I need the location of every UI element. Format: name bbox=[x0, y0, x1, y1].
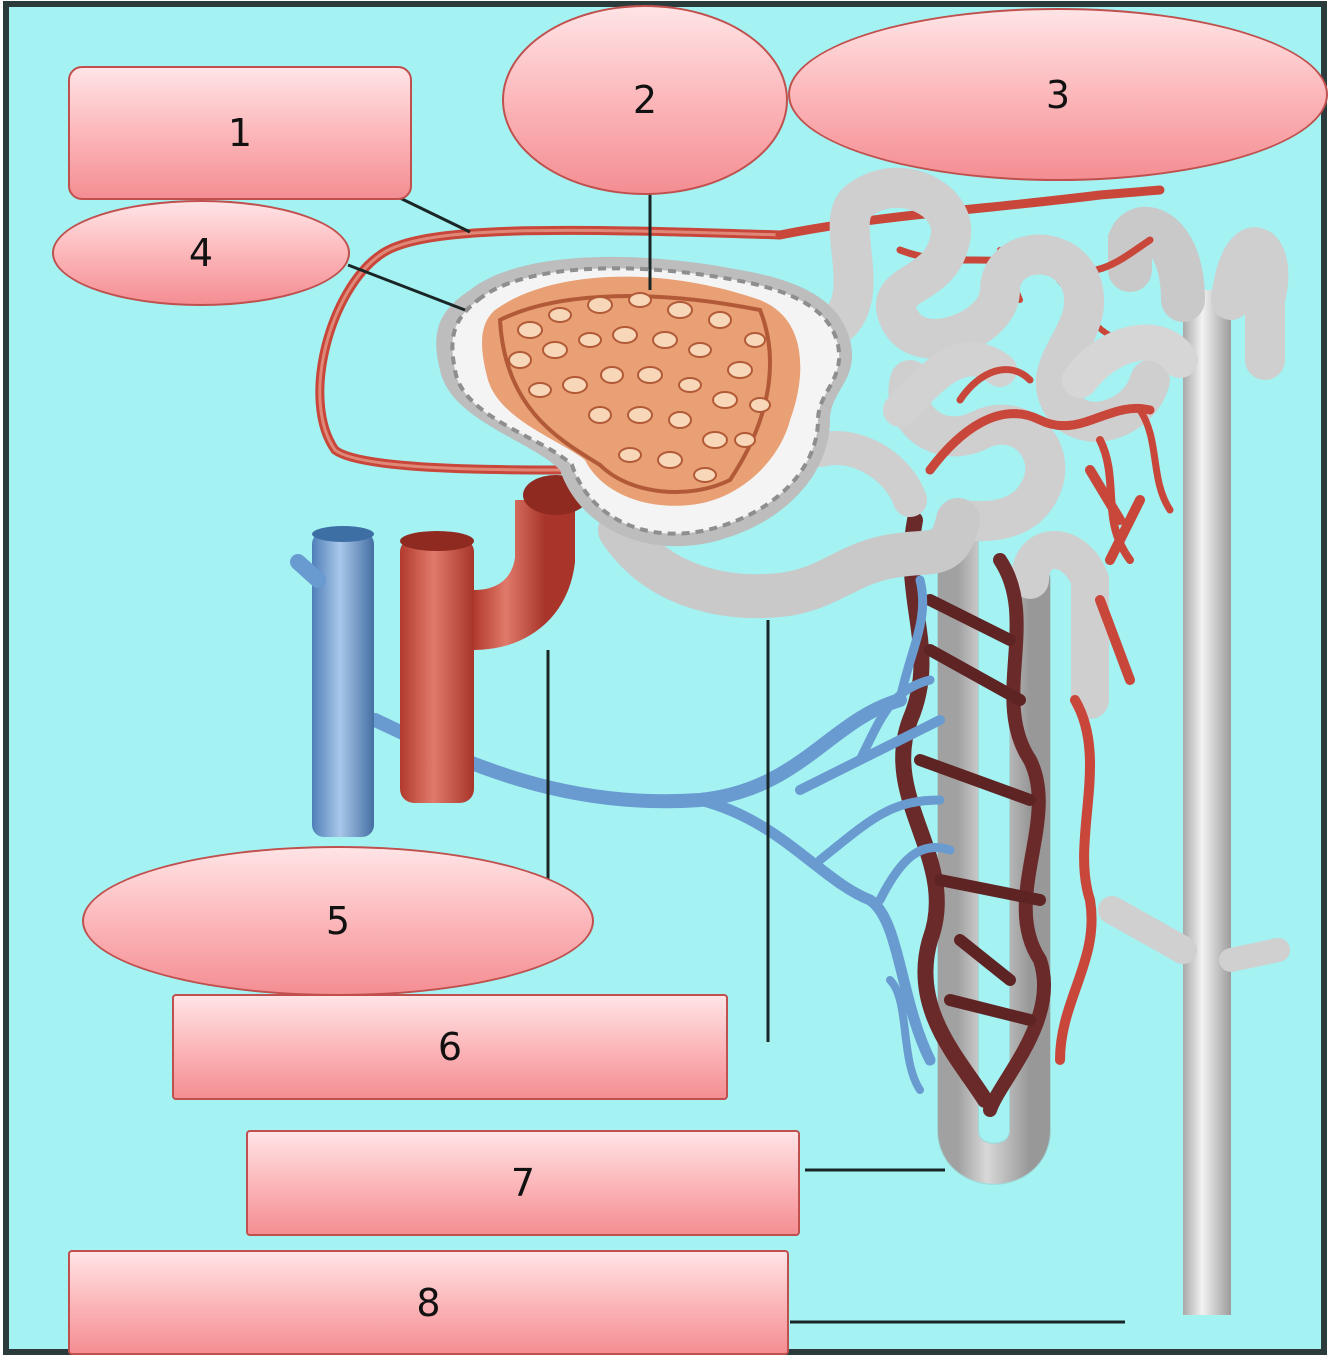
label-8-text: 8 bbox=[416, 1281, 440, 1325]
label-1-text: 1 bbox=[228, 111, 252, 155]
label-4-text: 4 bbox=[189, 231, 213, 275]
label-4[interactable]: 4 bbox=[52, 200, 350, 306]
label-1[interactable]: 1 bbox=[68, 66, 412, 200]
label-5-text: 5 bbox=[326, 899, 350, 943]
label-5[interactable]: 5 bbox=[82, 846, 594, 996]
label-3-text: 3 bbox=[1046, 73, 1070, 117]
label-7-text: 7 bbox=[511, 1161, 535, 1205]
label-8[interactable]: 8 bbox=[68, 1250, 789, 1355]
label-7[interactable]: 7 bbox=[246, 1130, 800, 1236]
label-6[interactable]: 6 bbox=[172, 994, 728, 1100]
label-3[interactable]: 3 bbox=[788, 8, 1328, 181]
label-2-text: 2 bbox=[633, 78, 657, 122]
label-6-text: 6 bbox=[438, 1025, 462, 1069]
label-2[interactable]: 2 bbox=[502, 5, 788, 195]
